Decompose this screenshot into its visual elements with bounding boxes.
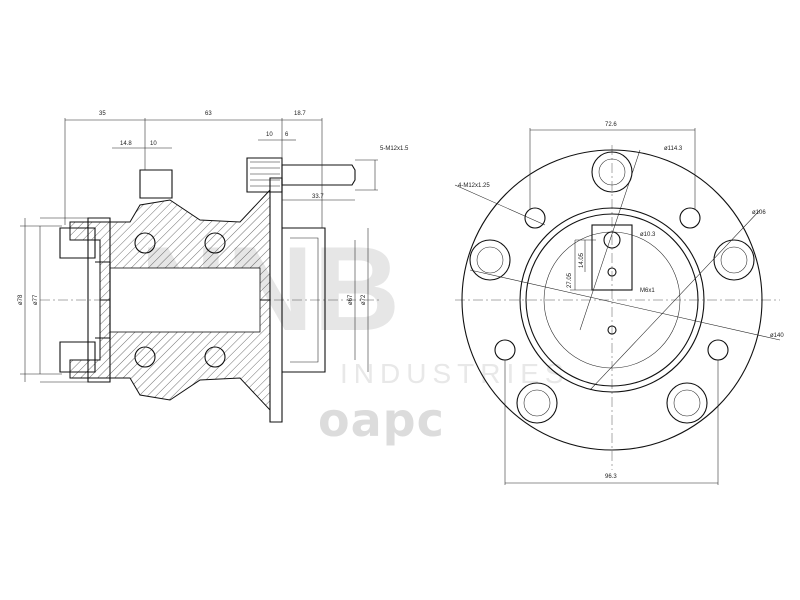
wheel-stud-head [246,157,283,193]
flange-outer-circle [461,149,763,451]
dim-96-3: 96.3 [605,474,617,480]
dim-18-7: 18.7 [294,111,306,117]
dim-phi78: ø78 [18,294,24,305]
dim-33-7: 33.7 [312,194,324,200]
sensor-slot [591,224,633,291]
bearing-ball [134,232,156,254]
dim-6: 6 [285,132,289,138]
dim-phi72: ø72 [361,294,367,305]
dim-phi67: ø67 [348,294,354,305]
dim-phi10-3: ø10.3 [640,232,656,238]
bearing-ball [204,232,226,254]
dim-27-05: 27.05 [567,272,573,288]
front-view: 72.6 ø114.3 4-M12x1.25 ø106 ø10.3 14.05 … [454,122,784,485]
dim-phi77: ø77 [33,294,39,305]
abs-sensor-ring [59,227,96,259]
hub-pilot [282,227,326,373]
side-section-view: 35 63 18.7 14.8 10 10 6 33.7 5-M12x1.5 ø… [18,111,409,423]
knuckle-boss [139,169,173,199]
dim-phi114-3: ø114.3 [664,146,683,152]
watermark-brand-logo: oapc [318,393,445,447]
stud-pockets [469,151,755,424]
dim-35: 35 [99,111,106,117]
dim-phi140: ø140 [770,333,784,339]
dim-14-05: 14.05 [579,252,585,268]
watermark-subtext: INDUSTRIES [340,358,570,389]
dim-10a: 10 [150,141,157,147]
mounting-holes [494,207,729,361]
bearing-ball [134,346,156,368]
dim-holes: 4-M12x1.25 [458,183,490,189]
dim-m6: M6x1 [640,288,655,294]
bearing-ball [204,346,226,368]
dim-63: 63 [205,111,212,117]
dim-thread: 5-M12x1.5 [380,146,409,152]
dim-phi106: ø106 [752,210,766,216]
dim-10b: 10 [266,132,273,138]
dim-72-6: 72.6 [605,122,617,128]
wheel-stud [281,164,356,186]
dim-14-8: 14.8 [120,141,132,147]
